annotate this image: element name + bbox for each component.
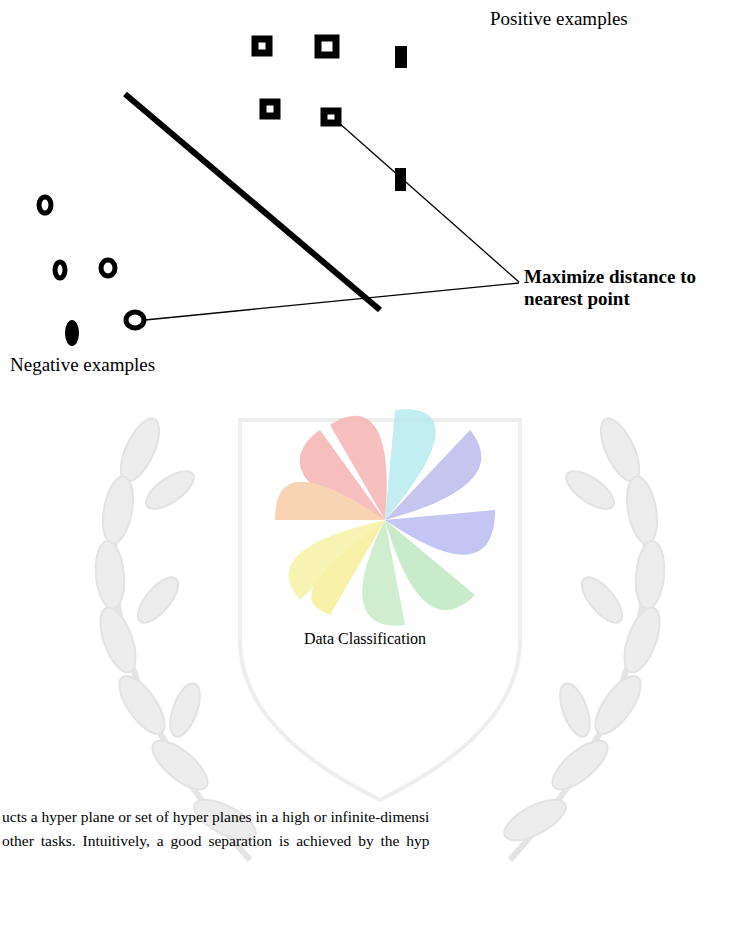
body-text: ucts a hyper plane or set of hyper plane… — [2, 808, 728, 826]
positive-bars — [395, 46, 407, 191]
flower-logo — [275, 409, 495, 626]
illustration-ground — [0, 0, 730, 408]
leader-lines — [145, 123, 519, 320]
class-label: Positive examples — [490, 8, 628, 30]
figure-caption: Data Classification — [0, 630, 730, 648]
class-label: Negative examples — [10, 354, 155, 376]
separating-hyperplane — [125, 94, 380, 310]
negative-dot — [65, 320, 79, 346]
negative-circles — [39, 197, 144, 328]
positive-squares — [255, 38, 338, 123]
body-text: other tasks. Intuitively, a good separat… — [2, 832, 728, 850]
callout-label: Maximize distance to nearest point — [524, 266, 724, 310]
